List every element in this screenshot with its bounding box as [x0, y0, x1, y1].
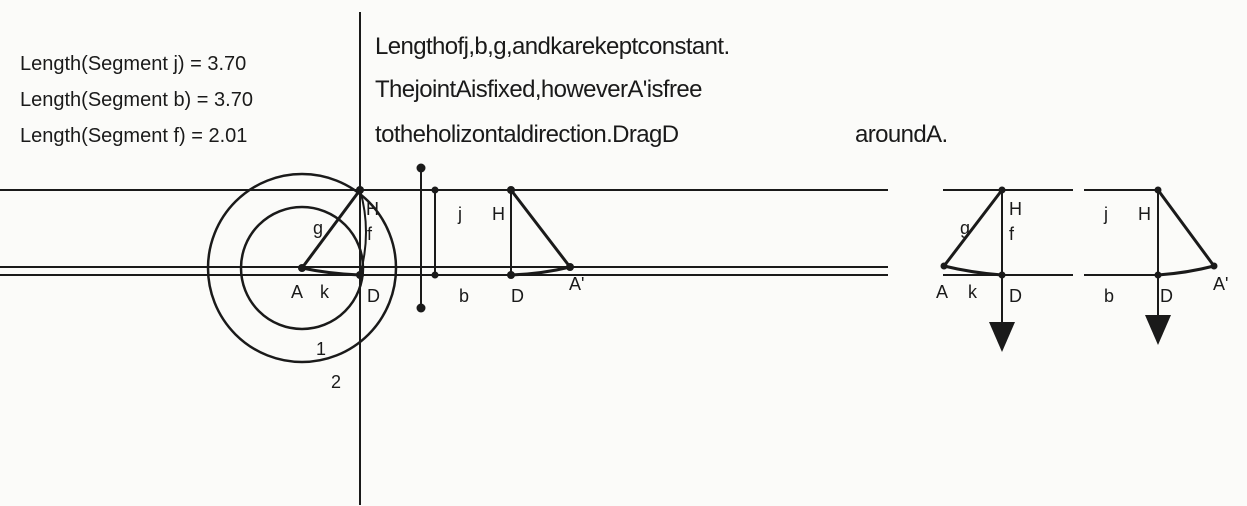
svg-text:f: f — [1009, 224, 1015, 244]
schematic-segment-D-Aprime — [1157, 264, 1215, 277]
point-A[interactable] — [298, 264, 306, 272]
svg-text:A: A — [936, 282, 948, 302]
down-arrow-icon — [989, 322, 1015, 352]
label-A-prime: A' — [569, 274, 584, 294]
circle-outer — [206, 172, 398, 364]
point-j-top — [431, 186, 439, 194]
label-H-right: H — [492, 204, 505, 224]
svg-text:H: H — [1138, 204, 1151, 224]
label-b-main: b — [459, 286, 469, 306]
label-k-main: k — [320, 282, 330, 302]
point-H[interactable] — [356, 186, 364, 194]
description-line-3b: aroundA. — [855, 121, 948, 148]
label-circle-1: 1 — [316, 339, 326, 359]
svg-text:D: D — [1009, 286, 1022, 306]
svg-text:g: g — [960, 218, 970, 238]
description-line-3a: totheholizontaldirection.DragD — [375, 121, 679, 148]
schematic-segment-H-Aprime — [1156, 189, 1216, 267]
segment-H-Aprime — [509, 189, 572, 268]
slider-top-handle[interactable] — [416, 163, 426, 173]
label-D-main: D — [367, 286, 380, 306]
schematic-segment-g — [942, 189, 1004, 267]
label-D-right: D — [511, 286, 524, 306]
svg-text:D: D — [1160, 286, 1173, 306]
description-line-2: ThejointAisfixed,howeverA'isfree — [375, 76, 702, 103]
label-H-main: H — [366, 199, 379, 219]
schematic-right-unit: j H b D A' — [1084, 186, 1228, 345]
circle-inner — [239, 205, 365, 331]
measurement-segment-b: Length(Segment b) = 3.70 — [20, 89, 253, 111]
point-H-right[interactable] — [507, 186, 515, 194]
point-b-bottom — [431, 271, 439, 279]
down-arrow-icon — [1145, 315, 1171, 345]
schematic-left-unit: H f g A k D — [936, 186, 1073, 352]
measurement-segment-f: Length(Segment f) = 2.01 — [20, 125, 247, 147]
description-line-1: Lengthofj,b,g,andkarekeptconstant. — [375, 33, 730, 60]
svg-text:j: j — [1103, 204, 1108, 224]
label-circle-2: 2 — [331, 372, 341, 392]
label-g-main: g — [313, 218, 323, 238]
svg-text:k: k — [968, 282, 978, 302]
label-A-main: A — [291, 282, 303, 302]
segment-k[interactable] — [301, 266, 361, 277]
point-A-prime[interactable] — [566, 263, 574, 271]
svg-text:H: H — [1009, 199, 1022, 219]
svg-text:A': A' — [1213, 274, 1228, 294]
arc-f — [359, 189, 367, 276]
svg-text:b: b — [1104, 286, 1114, 306]
label-f-main: f — [367, 224, 373, 244]
schematic-segment-k — [943, 264, 1003, 277]
segment-D-Aprime — [510, 265, 571, 277]
point-D-right[interactable] — [507, 271, 515, 279]
label-j-main: j — [457, 204, 462, 224]
slider-bottom-handle[interactable] — [416, 303, 426, 313]
segment-g[interactable] — [300, 189, 362, 269]
measurement-segment-j: Length(Segment j) = 3.70 — [20, 53, 246, 75]
point-D[interactable] — [356, 271, 364, 279]
